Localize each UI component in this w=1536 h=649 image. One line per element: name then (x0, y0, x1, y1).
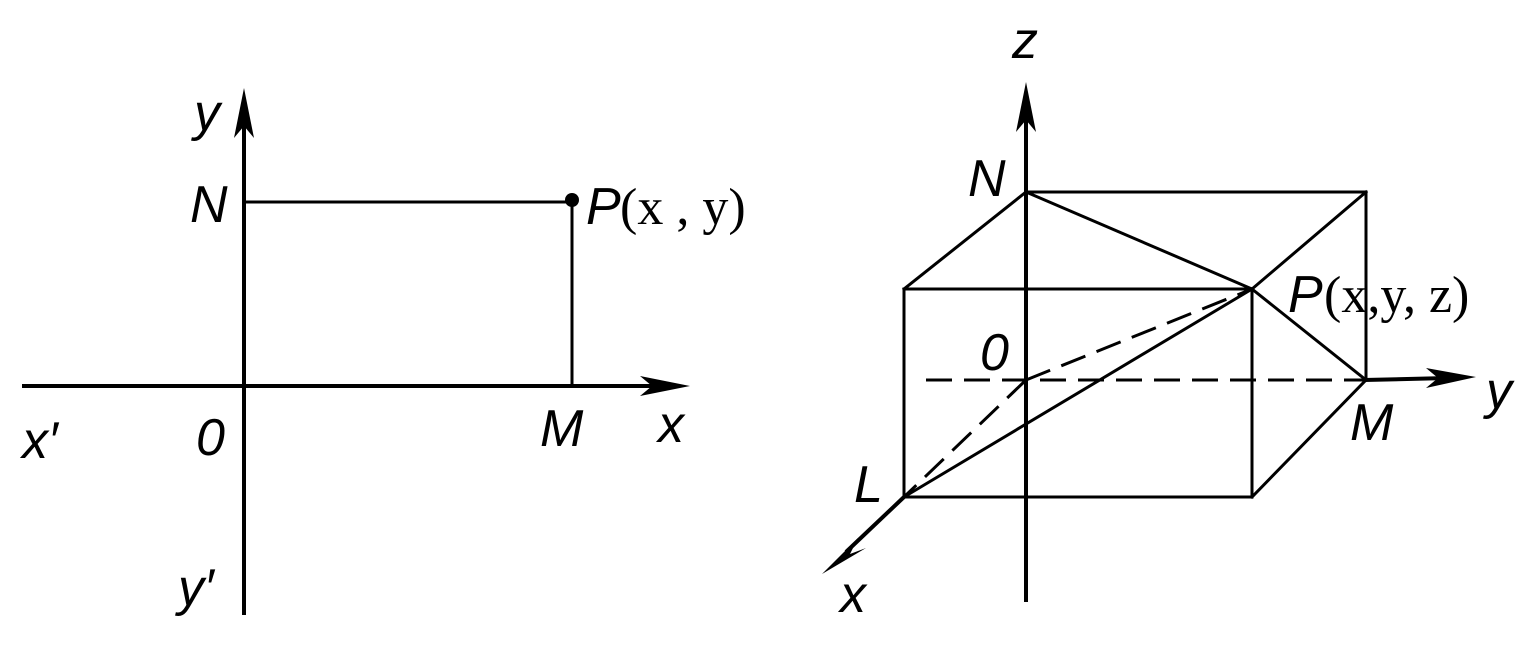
edge-top-right-3d (1249, 189, 1369, 292)
label-p-coords-3d: (x,y, z) (1324, 267, 1469, 324)
label-z-3d: z (1011, 12, 1038, 70)
label-n-2d: N (190, 176, 228, 234)
label-n-3d: N (968, 150, 1006, 208)
label-m-3d: M (1350, 394, 1394, 452)
y-axis-arrow-2d (234, 88, 254, 138)
y-axis-3d (1363, 376, 1449, 382)
segment-ol-hidden-3d (902, 378, 1028, 499)
x-axis-arrow-2d (640, 376, 690, 396)
segment-pm-3d (1249, 286, 1369, 383)
edge-top-left-3d (901, 189, 1029, 292)
y-axis-arrow-3d (1426, 368, 1476, 388)
label-y-2d: y (191, 84, 223, 142)
x-axis-3d (844, 495, 906, 554)
label-y-3d: y (1483, 362, 1515, 420)
label-p-2d: P (586, 178, 621, 236)
label-x-2d: x (655, 396, 686, 454)
segment-op-hidden-3d (1025, 287, 1253, 382)
edge-bottom-right-3d (1249, 377, 1369, 500)
diagram-3d: z y x 0 N M L P (x,y, z) (822, 12, 1515, 624)
x-axis-arrow-3d (822, 538, 866, 574)
label-origin-2d: 0 (196, 409, 225, 467)
point-p-2d (565, 193, 579, 207)
label-y-neg-2d: y′ (175, 559, 216, 617)
label-l-3d: L (854, 456, 883, 514)
z-axis-arrow-3d (1016, 82, 1036, 132)
segment-lp-3d (901, 286, 1255, 500)
label-p-3d: P (1288, 266, 1323, 324)
diagram-2d: y x x′ y′ 0 N M P (x , y) (19, 84, 746, 617)
label-origin-3d: 0 (980, 324, 1009, 382)
label-m-2d: M (540, 400, 584, 458)
label-x-3d: x (837, 566, 868, 624)
label-p-coords-2d: (x , y) (620, 179, 746, 236)
label-x-neg-2d: x′ (19, 412, 60, 470)
segment-np-3d (1024, 190, 1254, 291)
